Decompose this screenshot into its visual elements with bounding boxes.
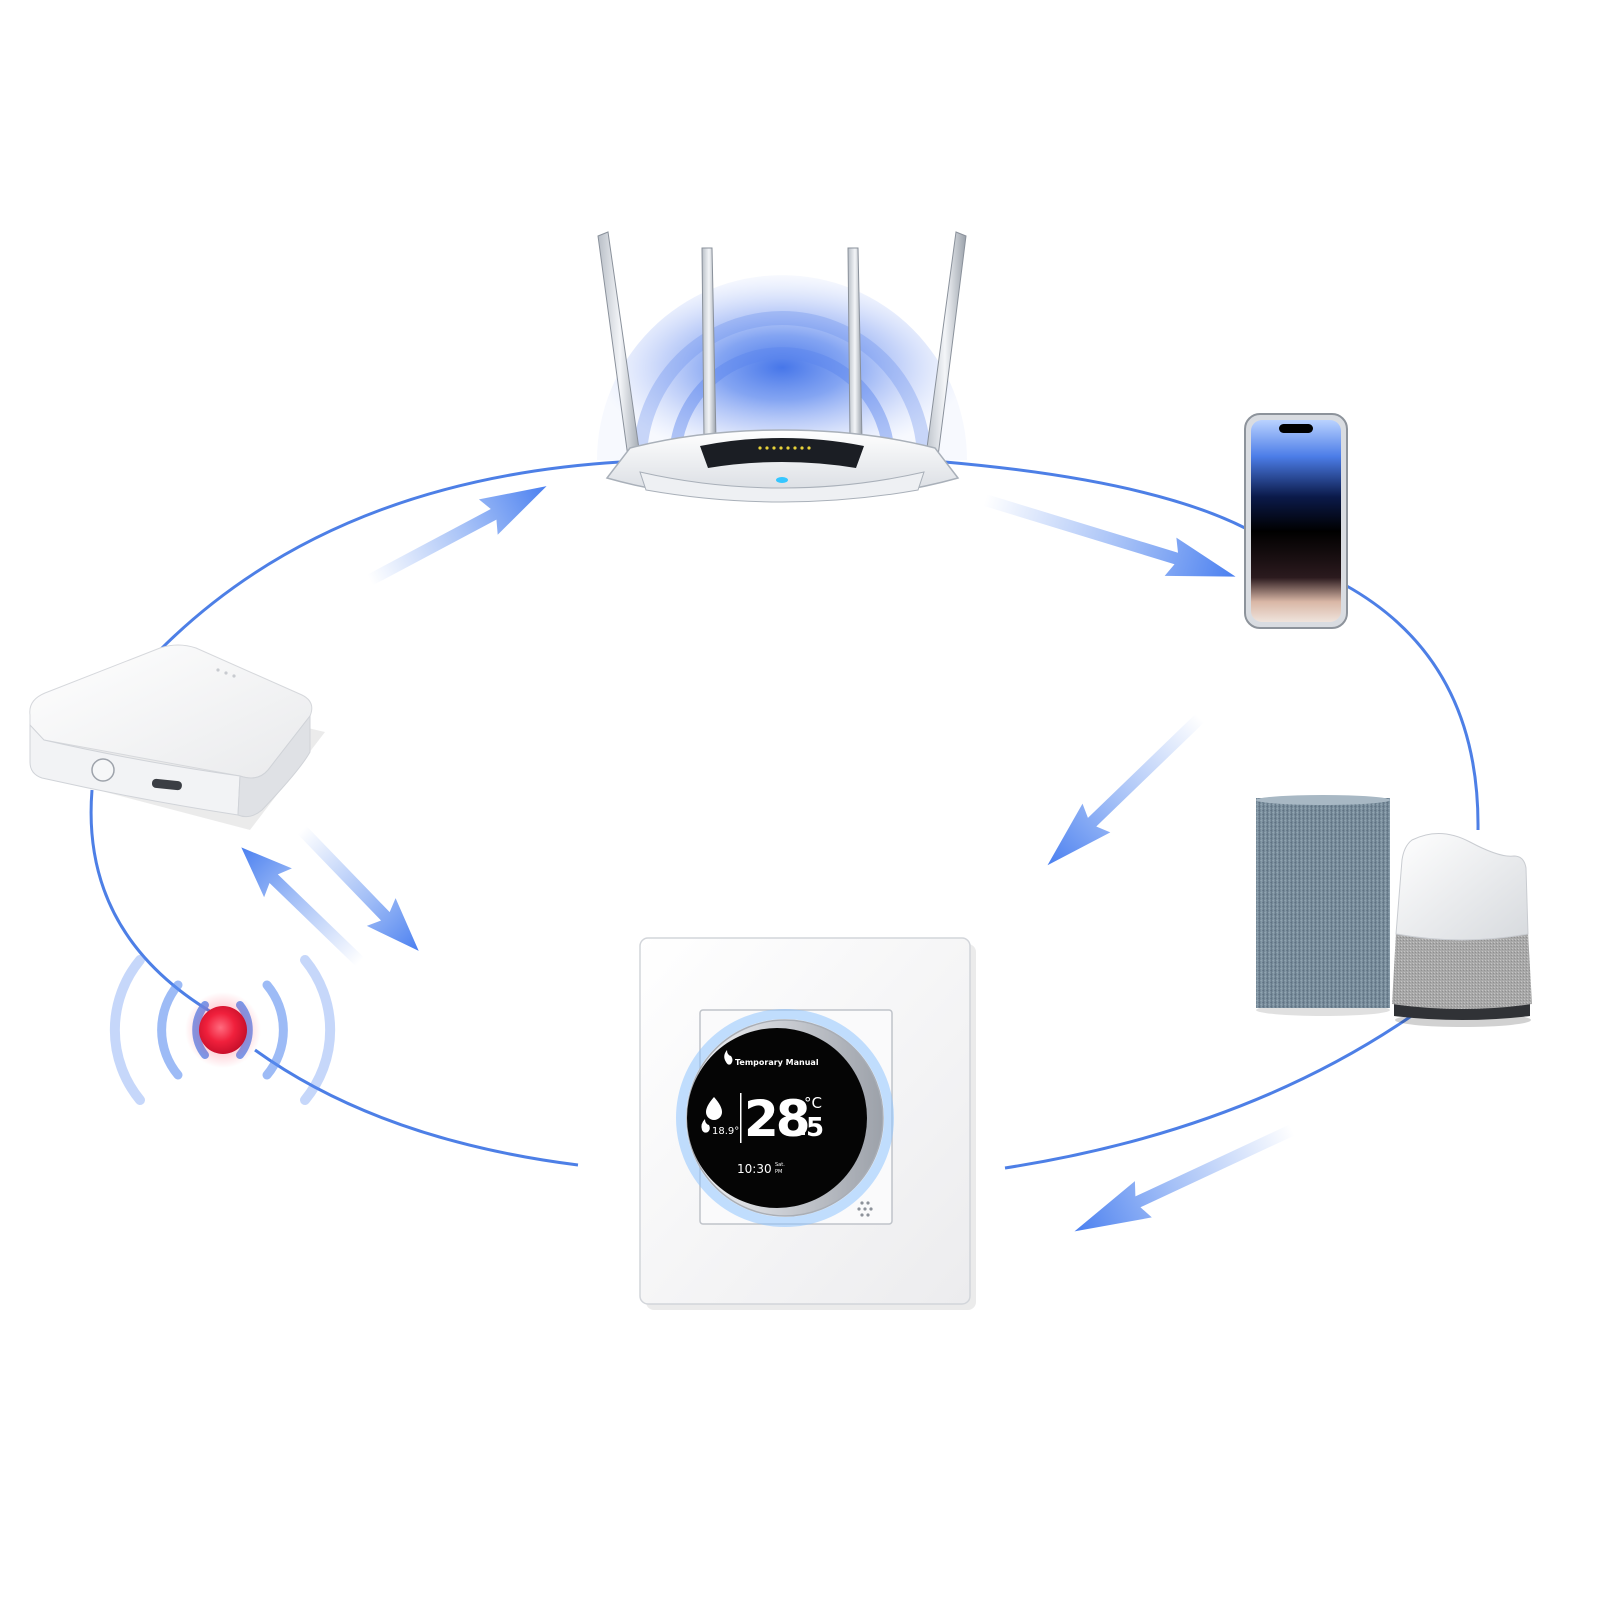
temperature-main: 28 [744,1090,808,1148]
router-lower-shell [639,471,925,503]
decimal-point [802,1132,805,1135]
arrow-hub-to-router [367,486,547,586]
signal-ring-right-outer [300,955,336,1105]
fabric-speaker [1256,795,1390,1016]
temperature-unit: °C [804,1094,822,1112]
dome-speaker [1392,833,1532,1027]
antenna-3 [847,247,863,441]
floor-sensor-icon [701,1119,710,1133]
router-power-led [776,477,788,483]
arrow-router-to-phone [983,494,1236,577]
hub-indicator-dots [216,668,236,678]
line-sensor-to-thermostat [254,1048,579,1167]
hub-usb-port [151,778,182,791]
screen-divider [740,1093,742,1143]
signal-ring-left-outer [109,955,145,1105]
wifi-signal-glow [597,275,967,460]
arrow-phone-to-thermostat [1047,713,1205,866]
thermostat: Temporary Manual 18.9° 28 °C 5 10:30 Sat… [639,937,976,1310]
arrow-speakers-to-thermostat [1074,1124,1295,1232]
smartphone [1244,413,1348,629]
clock-time: 10:30 [737,1162,772,1176]
router-front-panel [700,438,864,468]
antenna-2 [701,247,717,441]
arrow-thermostat-to-hub [241,847,365,967]
wifi-router [597,231,967,503]
signal-ring-left-middle [157,980,183,1080]
line-hub-to-router [158,460,621,652]
phone-dynamic-island [1279,424,1313,433]
thermostat-screen[interactable] [687,1028,867,1208]
hub-side-face [237,714,311,818]
smart-speakers [1256,795,1532,1027]
direction-arrows [241,486,1295,1232]
signal-ring-right-middle [262,980,288,1080]
thermostat-mic-holes [857,1201,873,1217]
sensor-dot [199,1006,247,1054]
line-router-to-phone [944,460,1246,530]
mode-label: Temporary Manual [735,1058,819,1067]
flame-icon [724,1050,733,1065]
wifi-wave-middle [669,347,895,461]
wifi-wave-outer [633,311,931,461]
phone-screen [1251,420,1341,622]
line-speakers-to-thermostat [1004,1008,1421,1170]
hub-reset-button [91,758,115,782]
router-status-leds [758,446,811,450]
line-phone-to-speakers [1344,583,1480,831]
temperature-decimal: 5 [806,1113,824,1143]
humidity-value: 18.9° [712,1126,739,1137]
line-hub-to-sensor [89,789,226,1022]
arrow-hub-to-thermostat [297,825,419,951]
humidity-drop-icon [706,1097,722,1120]
hub-front-face [29,723,241,816]
zigbee-gateway-hub [29,644,325,830]
connection-loop [89,460,1480,1170]
thermostat-glow-ring [676,1009,894,1227]
clock-day: Sat. [775,1162,785,1168]
clock-ampm: PM [775,1169,782,1175]
